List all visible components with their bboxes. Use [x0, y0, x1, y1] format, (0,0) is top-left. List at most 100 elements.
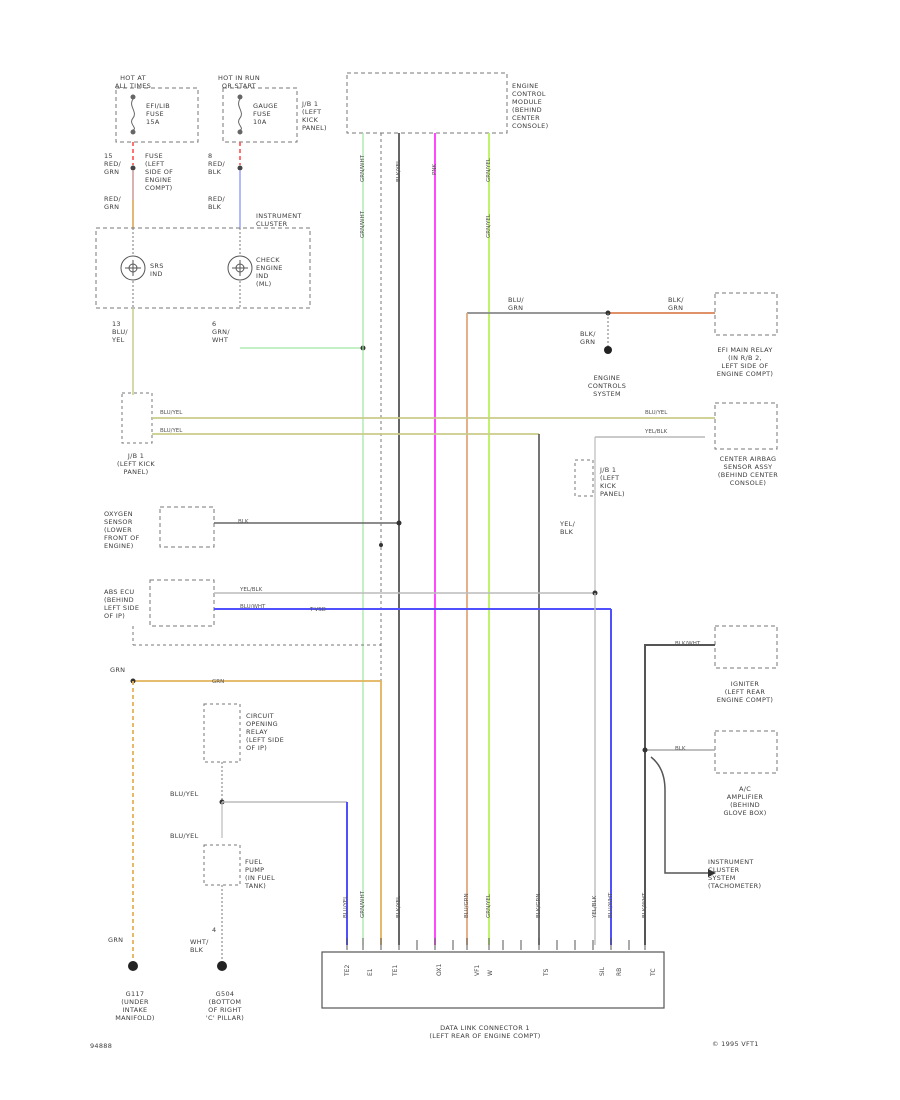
- wire-blu-yel-3: BLU/YEL: [170, 790, 199, 798]
- wire-grn: GRN: [212, 679, 225, 685]
- wire-blk: BLK: [238, 519, 249, 525]
- pin-wire-2: GRN/WHT: [360, 891, 366, 918]
- abs-ecu-label: ABS ECU (BEHIND LEFT SIDE OF IP): [104, 588, 140, 620]
- wire-blu-grn-b: BLK/ GRN: [668, 296, 684, 312]
- igniter-label: IGNITER (LEFT REAR ENGINE COMPT): [716, 680, 774, 704]
- wire-ur1-label: 8 RED/ BLK: [208, 152, 226, 176]
- wire-blu-yel-2: BLU/YEL: [160, 428, 183, 434]
- pin-wire-7: BLU/WHT: [608, 892, 614, 918]
- ecm-wire-4: GRN/YEL: [486, 158, 492, 182]
- ac-amp-label: A/C AMPLIFIER (BEHIND GLOVE BOX): [723, 785, 767, 817]
- wire-blk-wht-1: BLK/WHT: [675, 641, 701, 647]
- pin-wire-8: YEL/BLK: [592, 895, 598, 918]
- wire-yel-blk-h: YEL/BLK: [645, 429, 668, 435]
- hot-at-left-label: HOT AT ALL TIMES: [114, 74, 152, 90]
- wire-yel-blk-v: YEL/ BLK: [560, 520, 576, 536]
- pin-wire-6: BLK/GRN: [536, 893, 542, 919]
- corner-code: 94888: [90, 1042, 113, 1050]
- jb1-right-box: [574, 459, 594, 497]
- fuse-right-label: GAUGE FUSE 10A: [253, 102, 278, 126]
- engine-controls-label: ENGINE CONTROLS SYSTEM: [587, 374, 627, 398]
- wire-blu-grn-a: BLU/ GRN: [508, 296, 524, 312]
- pin-wire-1: BLU/YEL: [343, 895, 349, 918]
- wire-blu-yel-right: BLU/YEL: [645, 410, 668, 416]
- pin-number-4: OX1: [436, 963, 443, 976]
- jb1-right-label: J/B 1 (LEFT KICK PANEL): [600, 466, 625, 498]
- pin-number-5: VF1: [474, 964, 481, 976]
- copyright: © 1995 VFT1: [712, 1040, 759, 1048]
- ac-amplifier-box: [714, 730, 778, 774]
- pin-4-label: 4: [212, 926, 217, 934]
- srs-indicator-label: SRS IND: [150, 262, 164, 278]
- wht-blk-label: WHT/ BLK: [190, 938, 209, 954]
- jb-left-label: FUSE (LEFT SIDE OF ENGINE COMPT): [145, 152, 174, 192]
- jb-right-label: J/B 1 (LEFT KICK PANEL): [302, 100, 327, 132]
- instrument-cluster-system-label: INSTRUMENT CLUSTER SYSTEM (TACHOMETER): [708, 858, 762, 890]
- check-engine-lamp-icon: [227, 255, 253, 281]
- ecm-wire-5: GRN/WHT: [360, 211, 366, 238]
- pin-wire-4: GRN/YEL: [486, 894, 492, 918]
- circuit-opening-relay-box: [203, 703, 241, 763]
- fuse-box-left: [115, 87, 199, 143]
- pin-6-label: 6 GRN/ WHT: [212, 320, 230, 344]
- pin-number-2: E1: [367, 968, 374, 976]
- ecm-box: [346, 72, 508, 134]
- pin-wire-3: BLK/YEL: [396, 895, 402, 918]
- grn-left-label: GRN: [110, 666, 126, 674]
- data-link-connector: [321, 951, 665, 1009]
- pin-wire-5: BLU/GRN: [464, 893, 470, 918]
- fuse-left-label: EFI/LIB FUSE 15A: [146, 102, 171, 126]
- instrument-cluster-box: [95, 227, 311, 309]
- ground-left-icon: [128, 961, 138, 971]
- pin-number-1: TE2: [344, 964, 351, 976]
- fuel-pump-label: FUEL PUMP (IN FUEL TANK): [245, 858, 276, 890]
- wire-blu-grn-c: BLK/ GRN: [580, 330, 596, 346]
- circuit-opening-relay-label: CIRCUIT OPENING RELAY (LEFT SIDE OF IP): [246, 712, 285, 752]
- grn-bottom-label: GRN: [108, 936, 124, 944]
- airbag-sensor-box: [714, 402, 778, 450]
- wire-ur2-label: RED/ BLK: [208, 195, 226, 211]
- pin-wire-9: BLK/WHT: [642, 892, 648, 918]
- efi-relay-label: EFI MAIN RELAY (IN R/B 2, LEFT SIDE OF E…: [716, 346, 774, 378]
- ecm-wire-3: PNK: [432, 163, 438, 175]
- srs-lamp-icon: [120, 255, 146, 281]
- pin-number-3: TE1: [392, 964, 399, 976]
- wire-blk-wht-2: BLK: [675, 746, 686, 752]
- ground-left-label: G117 (UNDER INTAKE MANIFOLD): [115, 990, 155, 1022]
- pin-13-label: 13 BLU/ YEL: [112, 320, 128, 344]
- ecm-wire-6: GRN/YEL: [486, 214, 492, 238]
- hot-at-right-label: HOT IN RUN OR START: [217, 74, 261, 90]
- igniter-box: [714, 625, 778, 669]
- fuse-box-right: [222, 87, 298, 143]
- cluster-label: INSTRUMENT CLUSTER: [256, 212, 302, 228]
- pin-number-10: TC: [650, 968, 657, 976]
- abs-ecu-box: [149, 579, 215, 627]
- ecm-wire-1: GRN/WHT: [360, 155, 366, 182]
- oxygen-sensor-box: [159, 506, 215, 548]
- jb1-bottom-label: J/B 1 (LEFT KICK PANEL): [117, 452, 155, 476]
- fuse-left-icon: [130, 94, 136, 135]
- wire-blu-wht: BLU/WHT: [240, 604, 266, 610]
- ecm-wire-2: BLK/YEL: [396, 159, 402, 182]
- fuel-pump-box: [203, 844, 241, 886]
- check-engine-label: CHECK ENGINE IND (ML): [256, 256, 283, 288]
- pin-number-8: SIL: [599, 967, 606, 976]
- wire-ul1-label: 15 RED/ GRN: [104, 152, 122, 176]
- fuse-right-icon: [237, 94, 243, 135]
- efi-relay-box: [714, 292, 778, 336]
- wire-blu-yel-4: BLU/YEL: [170, 832, 199, 840]
- oxygen-label: OXYGEN SENSOR (LOWER FRONT OF ENGINE): [104, 510, 140, 550]
- pin-number-9: RB: [616, 967, 623, 976]
- jb1-box: [121, 392, 153, 444]
- ground-right-label: G504 (BOTTOM OF RIGHT 'C' PILLAR): [205, 990, 245, 1022]
- ground-right-icon: [217, 961, 227, 971]
- airbag-label: CENTER AIRBAG SENSOR ASSY (BEHIND CENTER…: [717, 455, 779, 487]
- wire-yel-blk-2: YEL/BLK: [240, 587, 263, 593]
- pin-number-6: W: [487, 970, 494, 976]
- wire-ul2-label: RED/ GRN: [104, 195, 122, 211]
- ecm-label: ENGINE CONTROL MODULE (BEHIND CENTER CON…: [512, 82, 549, 130]
- wire-tvsd: T-VSD: [310, 607, 327, 613]
- pin-number-7: TS: [543, 968, 550, 976]
- wire-blu-yel-1: BLU/YEL: [160, 410, 183, 416]
